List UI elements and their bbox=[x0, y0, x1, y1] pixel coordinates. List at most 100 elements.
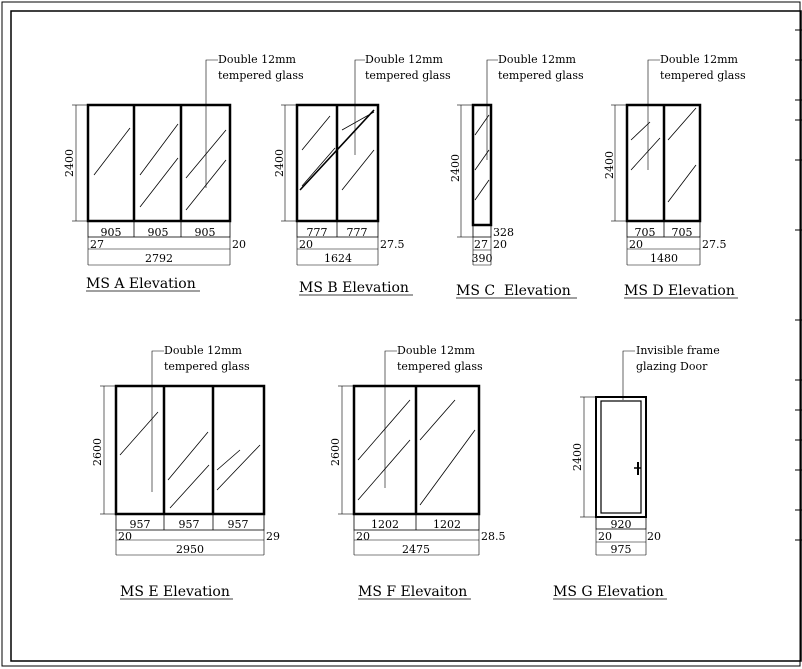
glass-note-line-2: tempered glass bbox=[397, 360, 483, 373]
panel-width-1: 957 bbox=[130, 518, 151, 531]
elevation-title: MS A Elevation bbox=[86, 276, 196, 292]
frame bbox=[114, 384, 266, 516]
total-width: 2950 bbox=[176, 543, 204, 556]
dimension-lines bbox=[338, 385, 480, 556]
elevation-ms-a bbox=[72, 59, 232, 266]
glass-note-line-2: tempered glass bbox=[365, 69, 451, 82]
glass-hatch bbox=[357, 399, 476, 506]
height-dimension: 2600 bbox=[329, 438, 342, 466]
leader-line bbox=[205, 59, 218, 188]
glass-note-line-2: tempered glass bbox=[660, 69, 746, 82]
frame bbox=[471, 103, 493, 227]
panel-width-2: 905 bbox=[148, 226, 169, 239]
leader-line bbox=[151, 350, 164, 492]
glass-note-line-2: tempered glass bbox=[218, 69, 304, 82]
left-offset: 27 bbox=[90, 238, 104, 251]
elevation-ms-d bbox=[611, 59, 702, 266]
inner-border bbox=[10, 10, 802, 662]
right-offset: 20 bbox=[232, 238, 246, 251]
leader-line bbox=[486, 59, 498, 160]
glass-note-line-1: Double 12mm bbox=[498, 53, 577, 66]
height-dimension: 2400 bbox=[63, 149, 76, 177]
panel-width-3: 957 bbox=[228, 518, 249, 531]
panel-width-2: 1202 bbox=[433, 518, 461, 531]
elevation-ms-e bbox=[100, 350, 266, 556]
glass-note-line-2: tempered glass bbox=[498, 69, 584, 82]
glass-note-line-1: Double 12mm bbox=[397, 344, 476, 357]
right-offset: 27.5 bbox=[380, 238, 405, 251]
glass-hatch bbox=[474, 114, 490, 201]
left-offset: 20 bbox=[118, 530, 132, 543]
total-width: 390 bbox=[472, 252, 493, 265]
total-width: 1480 bbox=[650, 252, 678, 265]
total-width: 2792 bbox=[145, 252, 173, 265]
elevation-title: MS G Elevation bbox=[553, 584, 664, 600]
left-offset: 20 bbox=[598, 530, 612, 543]
panel-width-3: 905 bbox=[195, 226, 216, 239]
panel-dimension-box bbox=[472, 224, 492, 238]
left-offset: 27 bbox=[474, 238, 488, 251]
panel-width-2: 957 bbox=[179, 518, 200, 531]
elevation-ms-b bbox=[281, 59, 380, 266]
left-offset: 20 bbox=[356, 530, 370, 543]
panel-width-1: 1202 bbox=[371, 518, 399, 531]
panel-dimension-box bbox=[87, 220, 231, 238]
height-dimension: 2400 bbox=[571, 443, 584, 471]
height-dimension: 2600 bbox=[91, 438, 104, 466]
panel-width-2: 777 bbox=[347, 226, 368, 239]
total-width: 2475 bbox=[402, 543, 430, 556]
right-offset: 29 bbox=[266, 530, 280, 543]
glass-note-line-1: Double 12mm bbox=[660, 53, 739, 66]
panel-width-1: 905 bbox=[101, 226, 122, 239]
panel-dimension-box bbox=[353, 513, 480, 531]
glass-note-line-1: Double 12mm bbox=[218, 53, 297, 66]
height-dimension: 2400 bbox=[273, 149, 286, 177]
total-width: 1624 bbox=[324, 252, 352, 265]
glass-note-line-1: Double 12mm bbox=[164, 344, 243, 357]
elevation-title: MS C Elevation bbox=[456, 283, 571, 299]
title-block-edge bbox=[795, 29, 802, 541]
dimension-lines bbox=[281, 104, 379, 266]
elevation-title: MS F Elevaiton bbox=[358, 584, 467, 600]
leader-line bbox=[384, 350, 397, 488]
panel-width-1: 705 bbox=[635, 226, 656, 239]
panel-dimension-box bbox=[296, 220, 379, 238]
right-offset: 20 bbox=[647, 530, 661, 543]
panel-dimension-box bbox=[115, 513, 265, 531]
right-offset: 27.5 bbox=[702, 238, 727, 251]
panel-width: 328 bbox=[493, 226, 514, 239]
glass-note-line-1: Double 12mm bbox=[365, 53, 444, 66]
panel-dimension-box bbox=[595, 516, 647, 530]
elevation-ms-g bbox=[580, 350, 647, 556]
left-offset: 20 bbox=[629, 238, 643, 251]
leader-line bbox=[622, 350, 635, 400]
door-note-line-1: Invisible frame bbox=[636, 344, 720, 357]
dimension-lines bbox=[457, 104, 492, 266]
door-leaf bbox=[600, 400, 642, 514]
panel-width-1: 777 bbox=[307, 226, 328, 239]
panel-width: 920 bbox=[611, 518, 632, 531]
dimension-lines bbox=[580, 396, 647, 556]
dimension-lines bbox=[611, 104, 701, 266]
right-offset: 20 bbox=[493, 238, 507, 251]
height-dimension: 2400 bbox=[603, 151, 616, 179]
glass-hatch bbox=[119, 411, 261, 509]
glass-note-line-2: tempered glass bbox=[164, 360, 250, 373]
leader-line bbox=[354, 59, 365, 155]
leader-line bbox=[647, 59, 660, 170]
height-dimension: 2400 bbox=[449, 154, 462, 182]
dimension-lines bbox=[72, 104, 231, 266]
right-offset: 28.5 bbox=[481, 530, 506, 543]
elevation-title: MS E Elevation bbox=[120, 584, 230, 600]
glass-hatch bbox=[630, 107, 697, 203]
dimension-lines bbox=[100, 385, 265, 556]
door-note-line-2: glazing Door bbox=[636, 360, 708, 373]
elevation-title: MS B Elevation bbox=[299, 280, 409, 296]
door-frame bbox=[595, 396, 647, 518]
panel-width-2: 705 bbox=[672, 226, 693, 239]
panel-dimension-box bbox=[626, 220, 701, 238]
frame bbox=[86, 103, 232, 223]
elevation-ms-c bbox=[457, 59, 498, 266]
